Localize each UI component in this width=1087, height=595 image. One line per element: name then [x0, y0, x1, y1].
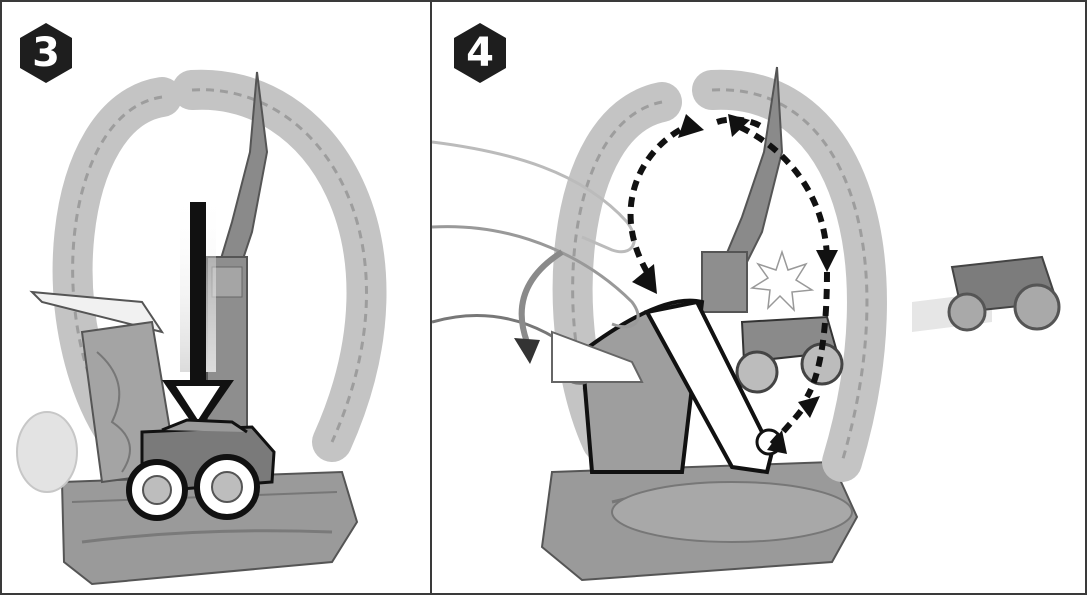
step-4-illustration [432, 2, 1087, 595]
step-3-illustration [2, 2, 432, 595]
playset-base [542, 462, 857, 580]
step-4-panel: 4 [430, 0, 1087, 595]
faded-wheel [17, 412, 77, 492]
launched-truck-icon [912, 257, 1059, 332]
monster-truck-icon [129, 420, 274, 518]
step-3-panel: 3 [0, 0, 432, 595]
impact-burst-icon [752, 252, 812, 310]
